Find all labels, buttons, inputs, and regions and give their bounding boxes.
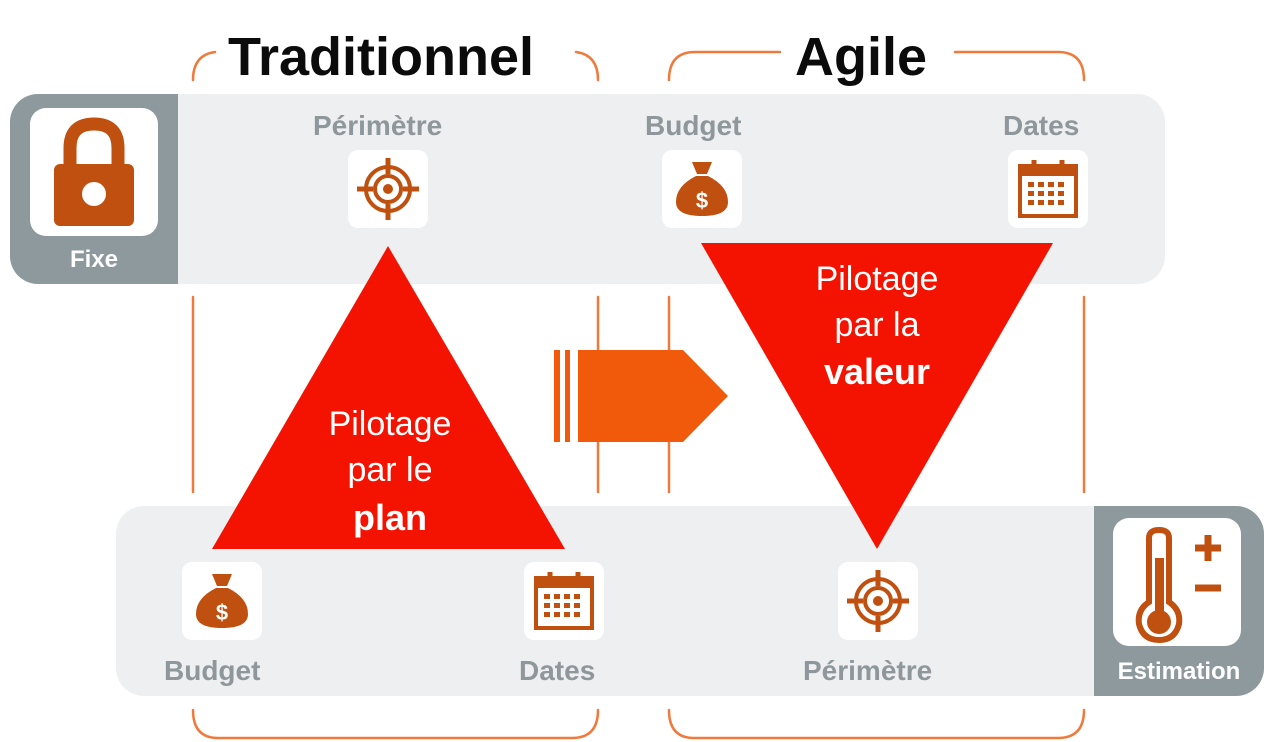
money-bag-icon: $ [676,162,728,216]
fixed-label: Fixe [69,246,119,273]
top-dates-label: Dates [1003,110,1080,141]
bottom-target-box [838,562,918,640]
bottom-money-box: $ [182,562,262,640]
value-triangle [701,243,1053,549]
bottom-calendar-box [524,562,604,640]
svg-text:$: $ [216,600,228,625]
top-calendar-box [1008,150,1088,228]
top-money-box: $ [662,150,742,228]
calendar-icon [1018,160,1078,218]
plan-line2: par le [347,450,433,489]
bottom-budget-label: Budget [164,655,261,686]
value-line1: Pilotage [815,260,939,298]
arrow-right-icon [554,350,728,442]
money-bag-icon: $ [196,574,248,628]
agile-title: Agile [795,27,928,87]
top-budget-label: Budget [645,110,742,141]
top-target-box [348,150,428,228]
top-scope-label: Périmètre [313,110,443,141]
plan-triangle-text: Pilotage par le plan [290,402,490,543]
traditional-title: Traditionnel [228,27,535,87]
lock-icon [54,117,134,226]
target-icon [847,570,909,632]
bottom-scope-label: Périmètre [803,655,933,686]
target-icon [357,158,419,220]
calendar-icon [534,572,594,630]
svg-text:$: $ [696,188,708,213]
plan-line1: Pilotage [328,405,452,443]
thermometer-icon-box [1113,518,1241,646]
thermometer-icon [1135,526,1221,644]
lock-icon-box [30,108,158,236]
value-line3: valeur [823,351,931,393]
estimation-label: Estimation [1117,658,1241,685]
plan-line3: plan [352,496,427,538]
value-triangle-text: Pilotage par la valeur [777,256,977,397]
plan-triangle [212,246,565,549]
value-line2: par la [834,306,920,345]
bottom-dates-label: Dates [519,655,596,686]
